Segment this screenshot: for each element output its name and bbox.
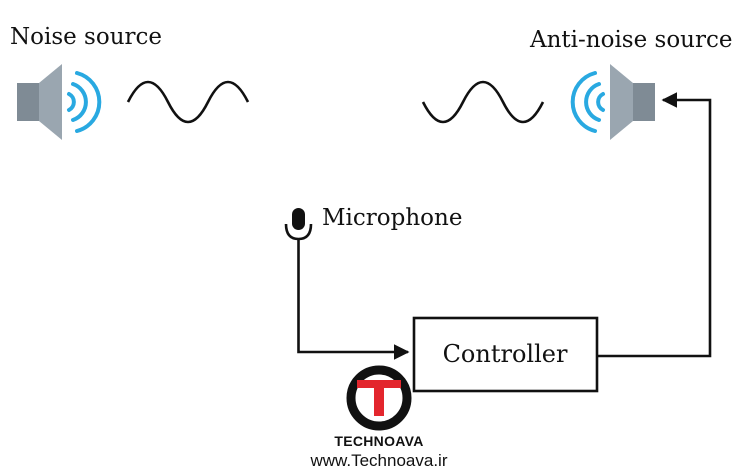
microphone-label: Microphone <box>322 205 462 231</box>
noise-wave <box>126 80 250 124</box>
noise-speaker-icon <box>17 64 102 140</box>
technoava-logo <box>346 365 412 431</box>
noise-source-label: Noise source <box>10 24 162 50</box>
anti-noise-speaker-icon <box>570 64 655 140</box>
mic-to-controller-arrow <box>297 246 410 360</box>
sound-waves-icon <box>570 71 605 133</box>
watermark-url: www.Technoava.ir <box>309 451 447 470</box>
controller-box <box>412 316 599 393</box>
sound-waves-icon <box>67 71 102 133</box>
microphone-icon <box>284 208 313 246</box>
anti-noise-wave <box>421 80 545 124</box>
anti-noise-source-label: Anti-noise source <box>529 27 733 53</box>
controller-to-speaker-arrow <box>597 92 712 358</box>
controller-label: Controller <box>443 340 568 368</box>
watermark-brand: TECHNOAVA <box>334 433 423 449</box>
